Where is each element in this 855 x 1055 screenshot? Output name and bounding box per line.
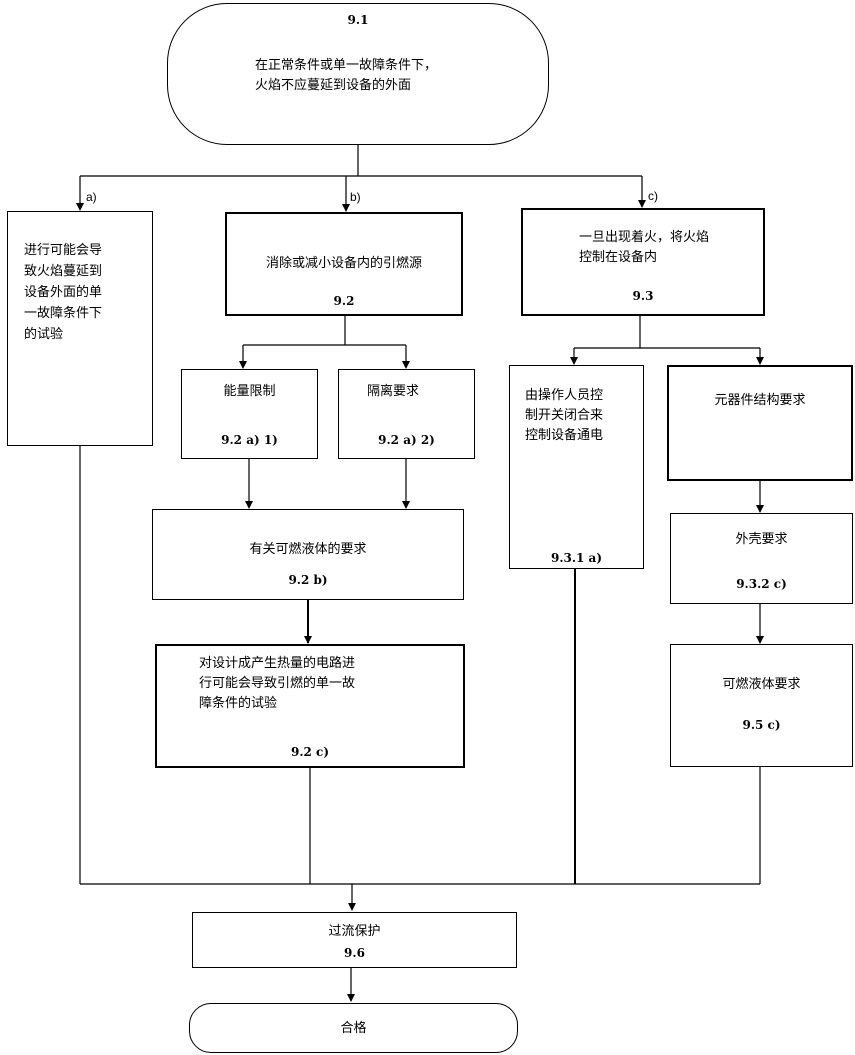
node-9-2-a1-id: 9.2 a) 1) [221, 433, 278, 447]
node-9-6-id: 9.6 [344, 946, 365, 960]
node-9-2-a2-id: 9.2 a) 2) [378, 433, 435, 447]
node-a-single-fault-test: 进行可能会导 致火焰蔓延到 设备外面的单 一故障条件下 的试验 [7, 211, 153, 446]
node-a-text: 进行可能会导 致火焰蔓延到 设备外面的单 一故障条件下 的试验 [24, 243, 103, 342]
node-9-3-text: 一旦出现着火，将火焰 控制在设备内 [579, 230, 710, 265]
node-9-2: 消除或减小设备内的引燃源 9.2 [225, 212, 463, 316]
node-9-2-c-text: 对设计成产生热量的电路进 行可能会导致引燃的单一故 障条件的试验 [199, 656, 356, 711]
node-9-2-a2: 隔离要求 9.2 a) 2) [338, 369, 475, 459]
node-9-3: 一旦出现着火，将火焰 控制在设备内 9.3 [521, 208, 765, 316]
node-9-3-2-c-text: 外壳要求 [735, 532, 788, 547]
node-9-6-overcurrent: 过流保护 9.6 [192, 912, 517, 968]
node-component-text: 元器件结构要求 [714, 393, 806, 408]
node-9-6-text: 过流保护 [328, 924, 381, 939]
node-9-1-id: 9.1 [347, 13, 369, 27]
node-9-3-1-a: 由操作人员控 制开关闭合来 控制设备通电 9.3.1 a) [509, 365, 644, 569]
node-9-3-2-c: 外壳要求 9.3.2 c) [670, 513, 853, 604]
node-9-2-c-id: 9.2 c) [290, 745, 330, 759]
node-9-3-2-c-id: 9.3.2 c) [736, 577, 787, 591]
node-9-2-b-id: 9.2 b) [288, 573, 328, 587]
branch-label-b: b) [350, 190, 361, 204]
node-9-1-start: 9.1 在正常条件或单一故障条件下， 火焰不应蔓延到设备的外面 [167, 3, 549, 145]
node-9-2-a2-text: 隔离要求 [367, 384, 420, 399]
node-9-2-c: 对设计成产生热量的电路进 行可能会导致引燃的单一故 障条件的试验 9.2 c) [155, 644, 465, 768]
node-9-5-c: 可燃液体要求 9.5 c) [670, 644, 853, 767]
node-9-3-1-a-id: 9.3.1 a) [550, 551, 603, 565]
node-9-1-text: 在正常条件或单一故障条件下， 火焰不应蔓延到设备的外面 [255, 58, 438, 93]
node-pass-text: 合格 [340, 1021, 367, 1036]
node-9-3-id: 9.3 [632, 289, 654, 303]
branch-label-c: c) [648, 189, 658, 203]
node-9-2-b: 有关可燃液体的要求 9.2 b) [152, 509, 464, 600]
node-9-2-text: 消除或减小设备内的引燃源 [265, 256, 422, 271]
node-9-5-c-text: 可燃液体要求 [722, 677, 801, 692]
branch-label-a: a) [86, 190, 97, 204]
node-9-2-a1-text: 能量限制 [223, 384, 276, 399]
node-9-2-b-text: 有关可燃液体的要求 [249, 542, 367, 557]
node-9-3-1-a-text: 由操作人员控 制开关闭合来 控制设备通电 [525, 388, 604, 443]
node-pass-end: 合格 [189, 1003, 518, 1053]
node-9-2-a1: 能量限制 9.2 a) 1) [181, 369, 318, 459]
node-component-structure: 元器件结构要求 [667, 365, 853, 481]
node-9-2-id: 9.2 [333, 294, 355, 308]
node-9-5-c-id: 9.5 c) [742, 718, 781, 732]
